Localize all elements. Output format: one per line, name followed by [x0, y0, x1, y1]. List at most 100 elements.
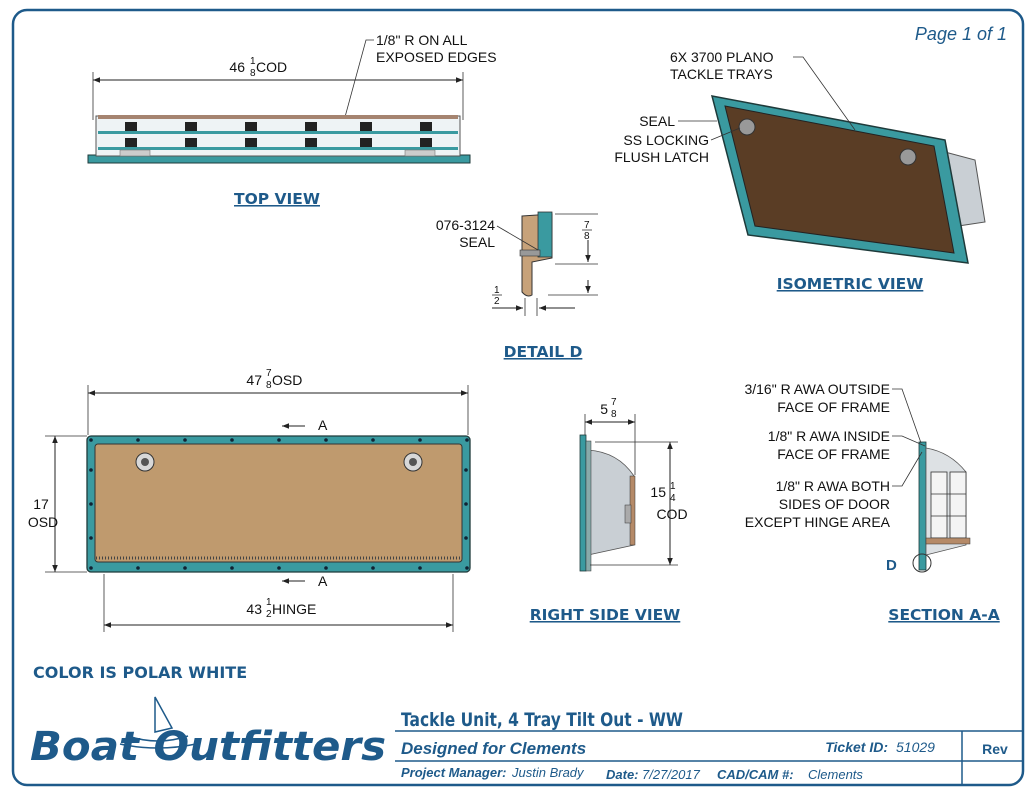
- svg-text:7: 7: [584, 220, 590, 231]
- osd-width-dim: 47: [246, 372, 262, 388]
- front-view: 47 7 8 OSD A A 17 OSD 43 1 2 HINGE: [28, 368, 471, 632]
- rev-label: Rev: [982, 741, 1008, 757]
- section-note-2: 1/8" R AWA INSIDE: [768, 428, 890, 444]
- svg-text:FLUSH LATCH: FLUSH LATCH: [614, 149, 709, 165]
- detail-d: 076-3124 SEAL 7 8 1 2: [436, 211, 598, 316]
- section-note-3: 1/8" R AWA BOTH: [776, 478, 890, 494]
- svg-text:2: 2: [266, 609, 272, 620]
- date-value: 7/27/2017: [642, 767, 701, 782]
- screw-hole: [277, 438, 281, 442]
- screw-hole: [89, 468, 93, 472]
- tray-latch: [420, 122, 432, 131]
- top-width-dim: 46: [229, 59, 245, 75]
- svg-text:1: 1: [266, 597, 272, 608]
- depth-dim: 5: [600, 401, 608, 417]
- detail-heading: DETAIL D: [504, 343, 583, 361]
- svg-text:1: 1: [670, 481, 676, 492]
- svg-text:TACKLE TRAYS: TACKLE TRAYS: [670, 66, 773, 82]
- tray-latch: [360, 138, 372, 147]
- screw-hole: [89, 438, 93, 442]
- svg-text:EXCEPT HINGE AREA: EXCEPT HINGE AREA: [745, 514, 891, 530]
- screw-hole: [371, 566, 375, 570]
- page-label: Page 1 of 1: [915, 24, 1007, 44]
- section-heading: SECTION A-A: [888, 606, 999, 624]
- screw-hole: [136, 566, 140, 570]
- ticket-label: Ticket ID:: [825, 739, 888, 755]
- top-view: 46 1 8 COD 1/8" R ON ALL EXPOSED EDGES: [87, 32, 497, 164]
- section-mark-top: A: [318, 417, 328, 433]
- osd-height-dim: 17: [33, 496, 49, 512]
- screw-hole: [183, 566, 187, 570]
- pm-value: Justin Brady: [511, 765, 585, 780]
- svg-text:FACE OF FRAME: FACE OF FRAME: [777, 399, 890, 415]
- svg-text:FACE OF FRAME: FACE OF FRAME: [777, 446, 890, 462]
- tray-latch: [305, 122, 317, 131]
- isometric-heading: ISOMETRIC VIEW: [777, 275, 924, 293]
- section-note-1: 3/16" R AWA OUTSIDE: [744, 381, 890, 397]
- screw-hole: [136, 438, 140, 442]
- top-view-heading: TOP VIEW: [234, 190, 320, 208]
- pm-label: Project Manager:: [401, 765, 506, 780]
- svg-text:1: 1: [494, 285, 500, 296]
- designed-for: Designed for Clements: [401, 739, 586, 758]
- tray-latch: [185, 122, 197, 131]
- logo: Boat Outfitters: [30, 724, 386, 770]
- screw-hole: [324, 566, 328, 570]
- trays-callout: 6X 3700 PLANO: [670, 49, 774, 65]
- svg-text:7: 7: [611, 397, 617, 408]
- svg-text:8: 8: [250, 68, 256, 79]
- tray-latch: [125, 122, 137, 131]
- screw-hole: [465, 438, 469, 442]
- title-block: Boat Outfitters Tackle Unit, 4 Tray Tilt…: [30, 696, 1023, 785]
- svg-text:EXPOSED EDGES: EXPOSED EDGES: [376, 49, 497, 65]
- screw-hole: [277, 566, 281, 570]
- seal-callout: SEAL: [639, 113, 675, 129]
- edge-callout: 1/8" R ON ALL: [376, 32, 468, 48]
- detail-mark-d: D: [886, 557, 897, 574]
- cad-value: Clements: [808, 767, 863, 782]
- tray-latch: [245, 138, 257, 147]
- svg-text:COD: COD: [256, 59, 287, 75]
- isometric-view: 6X 3700 PLANO TACKLE TRAYS SEAL SS LOCKI…: [614, 49, 986, 264]
- screw-hole: [89, 566, 93, 570]
- svg-text:OSD: OSD: [28, 514, 58, 530]
- svg-text:COD: COD: [656, 506, 687, 522]
- screw-hole: [230, 566, 234, 570]
- tray-latch: [360, 122, 372, 131]
- color-note: COLOR IS POLAR WHITE: [33, 663, 247, 682]
- svg-text:4: 4: [670, 493, 676, 504]
- tray-latch: [420, 138, 432, 147]
- tray-latch: [245, 122, 257, 131]
- section-mark-bottom: A: [318, 573, 328, 589]
- screw-hole: [371, 438, 375, 442]
- hinge-dim: 43: [246, 601, 262, 617]
- screw-hole: [418, 438, 422, 442]
- tray-latch: [185, 138, 197, 147]
- right-side-view: 5 7 8 15 1 4 COD: [579, 397, 688, 572]
- svg-text:SEAL: SEAL: [459, 234, 495, 250]
- svg-text:SIDES OF DOOR: SIDES OF DOOR: [779, 496, 890, 512]
- svg-text:OSD: OSD: [272, 372, 302, 388]
- project-title: Tackle Unit, 4 Tray Tilt Out - WW: [401, 709, 683, 731]
- screw-hole: [230, 438, 234, 442]
- svg-text:1: 1: [250, 56, 256, 67]
- ticket-value: 51029: [896, 739, 935, 755]
- screw-hole: [89, 502, 93, 506]
- screw-hole: [464, 536, 468, 540]
- svg-text:HINGE: HINGE: [272, 601, 316, 617]
- svg-text:8: 8: [611, 409, 617, 420]
- sailboat-icon: [119, 696, 197, 749]
- section-a-a: D 3/16" R AWA OUTSIDE FACE OF FRAME 1/8"…: [744, 381, 971, 574]
- svg-text:2: 2: [494, 296, 500, 307]
- screw-hole: [183, 438, 187, 442]
- detail-part-number: 076-3124: [436, 217, 495, 233]
- screw-hole: [465, 566, 469, 570]
- svg-text:7: 7: [266, 368, 272, 379]
- tray-latch: [305, 138, 317, 147]
- latch-callout: SS LOCKING: [623, 132, 709, 148]
- svg-text:8: 8: [584, 231, 590, 242]
- date-label: Date:: [606, 767, 639, 782]
- screw-hole: [89, 536, 93, 540]
